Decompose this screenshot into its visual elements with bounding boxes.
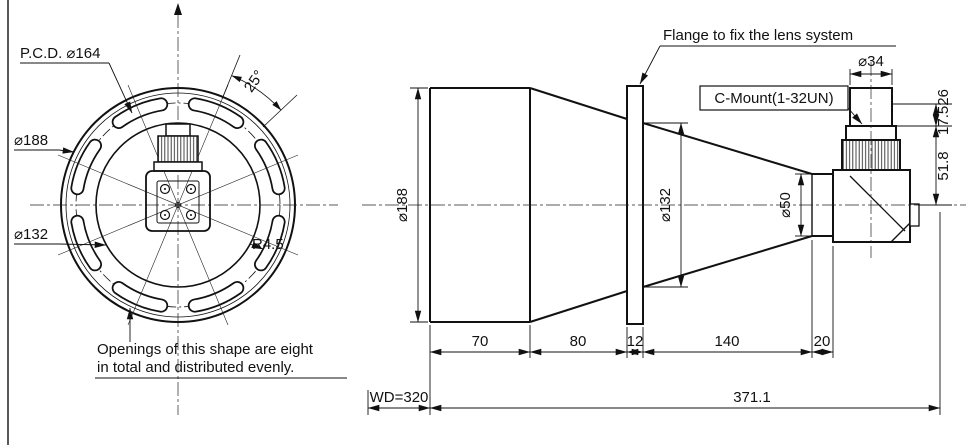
dia132-side-label: ⌀132 — [657, 188, 674, 222]
angle-25-label: 25° — [241, 67, 268, 95]
dim-12-label: 12 — [627, 333, 644, 350]
dim-70-label: 70 — [472, 333, 489, 350]
dim-140-label: 140 — [714, 333, 739, 350]
mirror-housing — [832, 169, 911, 243]
flange-note-label: Flange to fix the lens system — [663, 27, 853, 44]
mirror-45deg-line — [849, 175, 906, 232]
front-view: P.C.D. ⌀164 ⌀188 ⌀132 25° R4.5 Openings … — [14, 3, 347, 415]
radius-r45-label: R4.5 — [252, 236, 284, 253]
mount-inner-plate — [156, 180, 200, 224]
height-518-label: 51.8 — [935, 151, 952, 180]
dia34-label: ⌀34 — [858, 53, 884, 70]
side-view: Flange to fix the lens system C-Mount(1-… — [362, 27, 966, 415]
dia50-side-label: ⌀50 — [777, 192, 794, 218]
mount-knurled-ring — [157, 135, 199, 163]
view-direction-arrow-icon — [174, 3, 182, 15]
front-view-centerlines — [30, 3, 338, 415]
dim-80-label: 80 — [570, 333, 587, 350]
dia188-side-label: ⌀188 — [394, 188, 411, 222]
side-view-centerlines — [362, 62, 966, 258]
dia132-front-label: ⌀132 — [14, 226, 48, 243]
side-view-dimensions — [367, 45, 952, 415]
dim-20-label: 20 — [814, 333, 831, 350]
dia188-front-label: ⌀188 — [14, 132, 48, 149]
front-view-camera-mount — [145, 123, 211, 232]
wd-label: WD=320 — [370, 389, 429, 406]
housing-tab — [909, 203, 920, 227]
cmount-label-box — [699, 85, 849, 111]
pcd-label: P.C.D. ⌀164 — [20, 45, 100, 62]
mount-body — [145, 170, 211, 232]
front-view-dimensions — [14, 54, 347, 379]
mount-base-plate — [153, 161, 203, 172]
side-view-outline — [429, 85, 920, 325]
ffd-17526-label: 17.526 — [935, 89, 952, 135]
total-length-label: 371.1 — [733, 389, 771, 406]
openings-note-line1: Openings of this shape are eight — [97, 341, 314, 358]
mount-top-knob — [165, 123, 191, 137]
cmount-label: C-Mount(1-32UN) — [714, 90, 833, 107]
openings-note-line2: in total and distributed evenly. — [97, 359, 294, 376]
